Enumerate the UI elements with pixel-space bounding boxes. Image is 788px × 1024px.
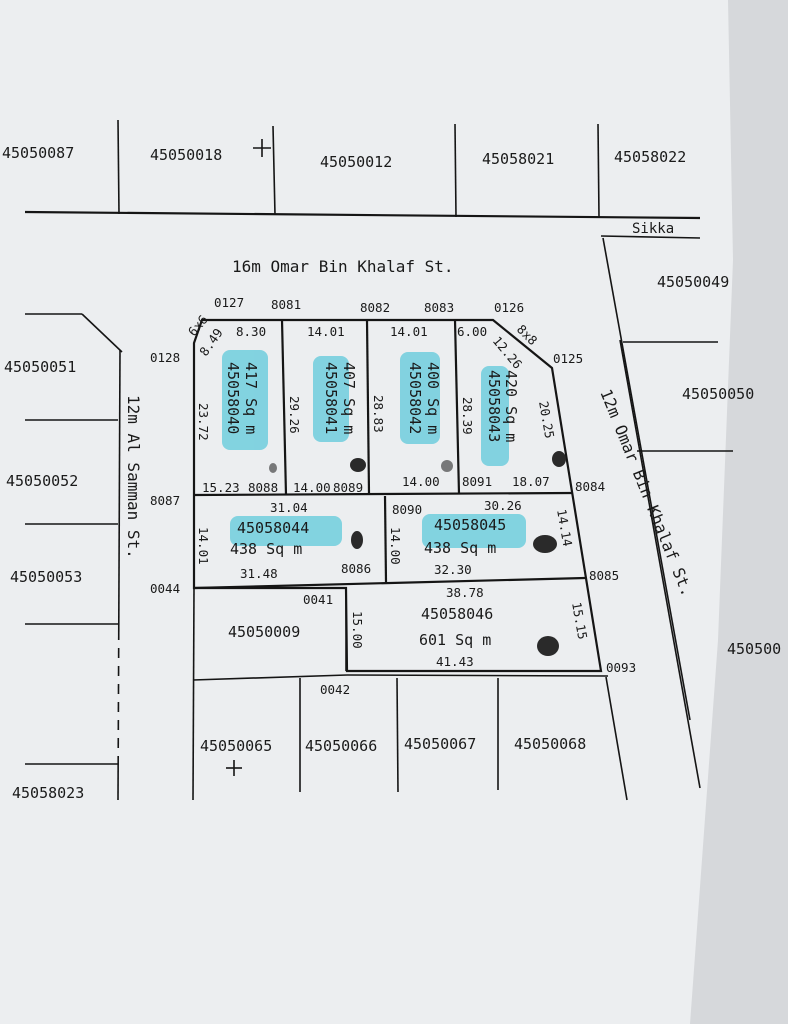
plot-45058046-right: 15.15 [569, 601, 590, 641]
plot-45058043-side-east: 20.25 [536, 400, 557, 440]
corner-0125: 0125 [553, 351, 583, 366]
corner-8089: 8089 [333, 480, 363, 495]
plot-45058041-side: 29.26 [287, 396, 302, 434]
plot-45058042-top: 14.01 [390, 324, 428, 339]
plot-45058046-id: 45058046 [421, 605, 493, 623]
plot-45058041-area: 407 Sq m [340, 362, 358, 434]
plot-45058044-top: 31.04 [270, 500, 308, 515]
boundary-lines [24, 119, 733, 801]
corner-0128: 0128 [150, 350, 180, 365]
sikka-label: Sikka [632, 221, 674, 237]
north-street-label: 16m Omar Bin Khalaf St. [232, 257, 454, 276]
plot-45058040-bottom: 15.23 [202, 480, 240, 495]
parcel-45050068: 45050068 [514, 735, 586, 753]
plot-45058043-area: 420 Sq m [502, 370, 520, 442]
plot-45058041-top: 14.01 [307, 324, 345, 339]
corner-8081: 8081 [271, 297, 301, 312]
plot-45058044-left: 14.01 [196, 527, 211, 565]
corner-0127: 0127 [214, 295, 244, 310]
plot-45058045-left: 14.00 [388, 527, 403, 565]
parcel-45058021: 45058021 [482, 150, 554, 168]
parcel-45050050: 45050050 [682, 385, 754, 403]
plot-45058044-id: 45058044 [237, 519, 309, 537]
corner-0042: 0042 [320, 682, 350, 697]
parcel-45058023: 45058023 [12, 784, 84, 802]
corner-8090: 8090 [392, 502, 422, 517]
plot-45058040-area: 417 Sq m [242, 362, 260, 434]
corner-8086: 8086 [341, 561, 371, 576]
plot-45058042-area: 400 Sq m [424, 362, 442, 434]
plot-45058045-area: 438 Sq m [424, 539, 496, 557]
corner-8091: 8091 [462, 474, 492, 489]
plot-45058044-bottom: 31.48 [240, 566, 278, 581]
corner-8083: 8083 [424, 300, 454, 315]
plot-45058045-bottom: 32.30 [434, 562, 472, 577]
parcel-45058022: 45058022 [614, 148, 686, 166]
corner-8085: 8085 [589, 568, 619, 583]
corner-8088: 8088 [248, 480, 278, 495]
parcel-45050065: 45050065 [200, 737, 272, 755]
corner-0093: 0093 [606, 660, 636, 675]
parcel-45050018: 45050018 [150, 146, 222, 164]
plot-45058041-bottom: 14.00 [293, 480, 331, 495]
parcel-45050052: 45050052 [6, 472, 78, 490]
plot-45058046-area: 601 Sq m [419, 631, 491, 649]
paper-sheet [0, 0, 733, 1024]
corner-0041: 0041 [303, 592, 333, 607]
plot-45058046-left: 15.00 [350, 611, 365, 649]
plot-45058042-bottom: 14.00 [402, 474, 440, 489]
parcel-45050066: 45050066 [305, 737, 377, 755]
plot-45058045-id: 45058045 [434, 516, 506, 534]
plot-45058043-top: 6.00 [457, 324, 487, 339]
plot-45058045-top: 30.26 [484, 498, 522, 513]
parcel-45050049: 45050049 [657, 273, 729, 291]
parcel-45050067: 45050067 [404, 735, 476, 753]
plot-45058046-bottom: 41.43 [436, 654, 474, 669]
plot-45058040-left: 23.72 [196, 403, 211, 441]
plot-45058043-bottom: 18.07 [512, 474, 550, 489]
plus-marks [226, 139, 271, 776]
corner-0126: 0126 [494, 300, 524, 315]
corner-8082: 8082 [360, 300, 390, 315]
parcel-450500: 450500 [727, 640, 781, 658]
plot-45058045-right: 14.14 [554, 508, 575, 548]
plot-45058042-side: 28.83 [371, 395, 386, 433]
plot-45058040-id: 45058040 [224, 362, 242, 434]
highlighter-marks [222, 350, 526, 548]
parcel-45050053: 45050053 [10, 568, 82, 586]
parcel-45050012: 45050012 [320, 153, 392, 171]
corner-8084: 8084 [575, 479, 605, 494]
plot-45058044-area: 438 Sq m [230, 540, 302, 558]
plot-45058041-id: 45058041 [322, 362, 340, 434]
ink-stamps [269, 451, 566, 656]
parcel-45050087: 45050087 [2, 144, 74, 162]
plot-45058046-top: 38.78 [446, 585, 484, 600]
west-street-label: 12m Al Samman St. [124, 395, 143, 559]
plot-45058040-top: 8.30 [236, 324, 266, 339]
corner-8087: 8087 [150, 493, 180, 508]
plot-45058042-id: 45058042 [406, 362, 424, 434]
parcel-45050009: 45050009 [228, 623, 300, 641]
neighbor-parcels: 45050087 45050018 45050012 45058021 4505… [2, 144, 781, 802]
plot-45058043-id: 45058043 [485, 370, 503, 442]
plot-45058043-side-west: 28.39 [460, 397, 475, 435]
corner-0044: 0044 [150, 581, 180, 596]
parcel-45050051: 45050051 [4, 358, 76, 376]
